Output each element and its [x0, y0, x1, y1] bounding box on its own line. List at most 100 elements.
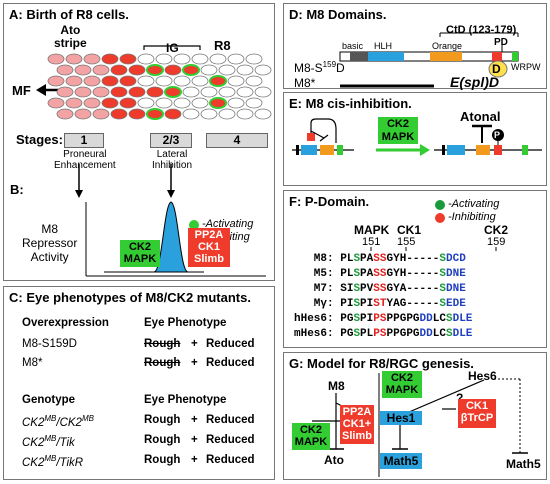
f-151: 151	[362, 236, 381, 248]
residue: -	[419, 268, 427, 280]
residue: -	[406, 283, 413, 295]
ommatidium-cell	[173, 53, 191, 65]
residue: D	[452, 328, 460, 340]
residue: G	[386, 268, 394, 280]
ommatidium-cell	[56, 108, 74, 120]
residue: S	[353, 283, 361, 295]
phospho-p: P	[494, 130, 501, 140]
f-155: 155	[397, 236, 416, 248]
c-header2-right: Eye Phenotype	[144, 394, 227, 406]
ommatidium-cell	[47, 97, 65, 109]
ommatidium-cell	[191, 75, 209, 87]
residue: G	[412, 313, 420, 325]
residue: E	[465, 328, 473, 340]
residue: N	[452, 283, 460, 295]
residue: P	[360, 298, 367, 310]
c-row1-plus: +	[191, 338, 198, 350]
f-mapk-label: MAPK	[354, 223, 390, 237]
residue: A	[399, 283, 407, 295]
ommatidium-cell	[191, 53, 209, 65]
residue: -	[432, 298, 440, 310]
c-geno-row2-name: CK2MB/Tik	[22, 434, 75, 449]
ommatidium-cell	[182, 64, 200, 76]
residue: S	[353, 268, 361, 280]
residue: P	[393, 313, 400, 325]
residue: L	[459, 313, 466, 325]
ommatidium-cell	[200, 86, 218, 98]
c-geno-row3-plus: +	[191, 454, 198, 466]
ommatidium-cell	[155, 53, 173, 65]
residue: P	[340, 313, 347, 325]
hlh-domain	[368, 52, 404, 61]
ommatidium-cell	[92, 108, 110, 120]
m8-domain-diagram	[339, 32, 519, 88]
residue: L	[432, 328, 440, 340]
residue: -	[406, 253, 413, 265]
c-row2-name: M8*	[22, 357, 43, 369]
hlh-label: HLH	[374, 41, 393, 51]
sequence-row: M7: SISPVSSGYA-----SDNE	[294, 283, 466, 295]
c-header2-left: Genotype	[22, 394, 76, 406]
residue: I	[366, 298, 374, 310]
orange-domain	[430, 52, 462, 61]
sequence-row: M5: PLSPASSGYH-----SDNE	[294, 268, 466, 280]
c-geno-row3-pheno1: Rough	[144, 454, 181, 466]
residue: -	[432, 283, 440, 295]
ig-label: IG	[166, 41, 179, 55]
ommatidium-cell	[110, 108, 128, 120]
residue: E	[459, 268, 466, 280]
residue: S	[340, 283, 347, 295]
ommatidium-cell	[236, 86, 254, 98]
g-math5-left-box: Math5	[380, 453, 422, 469]
ommatidium-cell	[200, 64, 218, 76]
residue: S	[439, 253, 446, 265]
residue: S	[353, 313, 361, 325]
panel-d: D: M8 Domains. CtD (123-179) PD basic HL…	[283, 3, 547, 90]
residue: A	[366, 268, 374, 280]
residue: L	[459, 328, 466, 340]
residue: E	[459, 283, 466, 295]
f-ck1-label: CK1	[397, 223, 422, 237]
residue: I	[366, 313, 374, 325]
residue: P	[373, 328, 380, 340]
orange-label: Orange	[432, 41, 463, 51]
panel-e-title: E: M8 cis-inhibition.	[289, 96, 412, 111]
ommatidium-cell	[164, 108, 182, 120]
residue: D	[445, 268, 453, 280]
residue: H	[399, 253, 407, 265]
basic-domain	[350, 52, 368, 61]
ommatidium-cell	[146, 86, 164, 98]
legend-green-dot	[189, 220, 199, 230]
c-row1-name: M8-S159D	[22, 338, 77, 350]
residue: A	[393, 298, 400, 310]
c-geno-row2-pheno1: Rough	[144, 434, 181, 446]
c-geno-row1-name: CK2MB/CK2MB	[22, 414, 94, 429]
sequence-row: mHes6: PGSPLPSPPGPGDDLCSDLE	[294, 328, 472, 340]
c-row2-pheno2: Reduced	[206, 357, 255, 369]
ommatidium-cell	[110, 64, 128, 76]
residue: S	[373, 268, 380, 280]
residue: D	[459, 253, 466, 265]
panel-c-title: C: Eye phenotypes of M8/CK2 mutants.	[9, 290, 251, 305]
ommatidium-cell	[92, 86, 110, 98]
ommatidium-cell	[65, 53, 83, 65]
residue: P	[393, 328, 400, 340]
atonal-label: Atonal	[460, 109, 501, 124]
residue: C	[439, 328, 446, 340]
c-geno-row3-name: CK2MB/TikR	[22, 454, 84, 469]
residue: Y	[393, 268, 400, 280]
ommatidium-cell	[218, 86, 236, 98]
residue: P	[340, 298, 347, 310]
ommatidium-cell	[119, 75, 137, 87]
ommatidium-cell	[200, 108, 218, 120]
residue: D	[452, 313, 460, 325]
c-geno-row1-plus: +	[191, 414, 198, 426]
residue: P	[340, 268, 347, 280]
ommatidium-cell	[182, 86, 200, 98]
residue: G	[386, 253, 394, 265]
residue: G	[399, 328, 407, 340]
ommatidium-cell	[164, 86, 182, 98]
ommatidium-cell	[83, 53, 101, 65]
ommatidium-cell	[101, 53, 119, 65]
residue: D	[426, 313, 433, 325]
